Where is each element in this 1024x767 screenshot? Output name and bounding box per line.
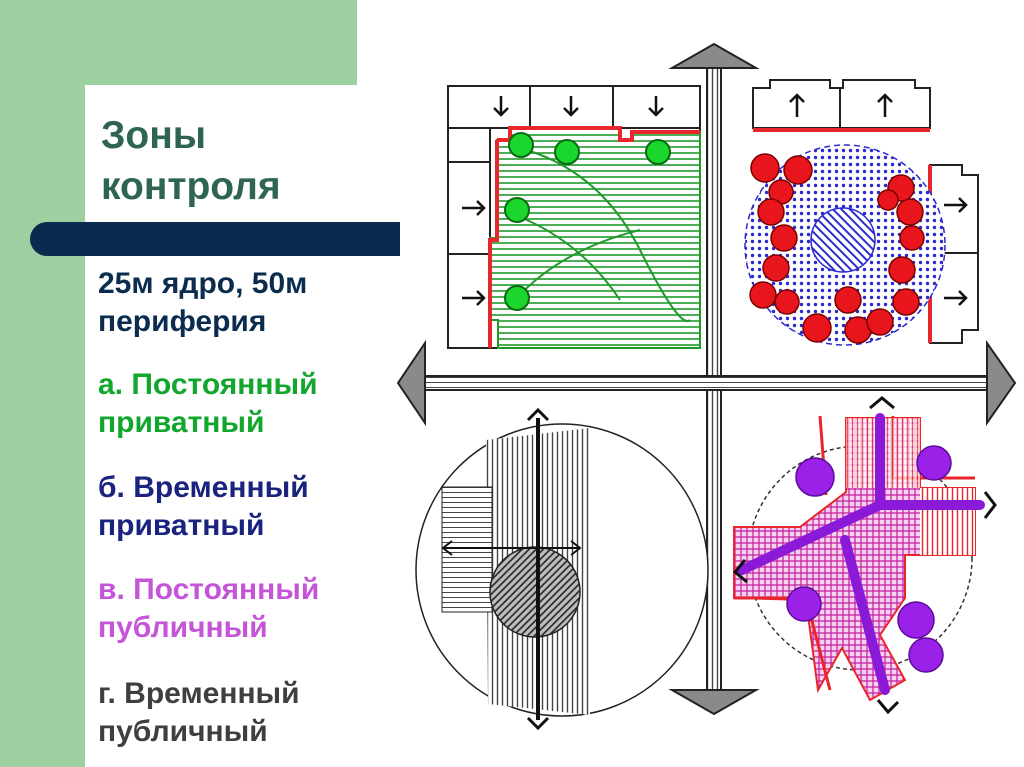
page-title: Зоны контроля (101, 114, 281, 208)
quadrant-v-permanent-public (732, 396, 997, 715)
title-panel (85, 85, 357, 225)
legend-item-v: в. Постоянный публичный (98, 573, 320, 644)
legend-item-a: а. Постоянный приватный (98, 368, 318, 439)
horizontal-axis-arrow (396, 339, 1017, 427)
quadrant-a-permanent-private (447, 85, 701, 349)
green-top-band (0, 0, 357, 85)
legend-item-scale: 25м ядро, 50м периферия (98, 267, 308, 338)
legend-item-b: б. Временный приватный (98, 471, 309, 542)
quadrant-b-temporary-private (744, 79, 979, 346)
legend-item-g: г. Временный публичный (98, 677, 300, 748)
green-side-band (0, 0, 85, 767)
title-underline-bar (30, 222, 400, 256)
quadrant-g-temporary-public (415, 407, 709, 731)
